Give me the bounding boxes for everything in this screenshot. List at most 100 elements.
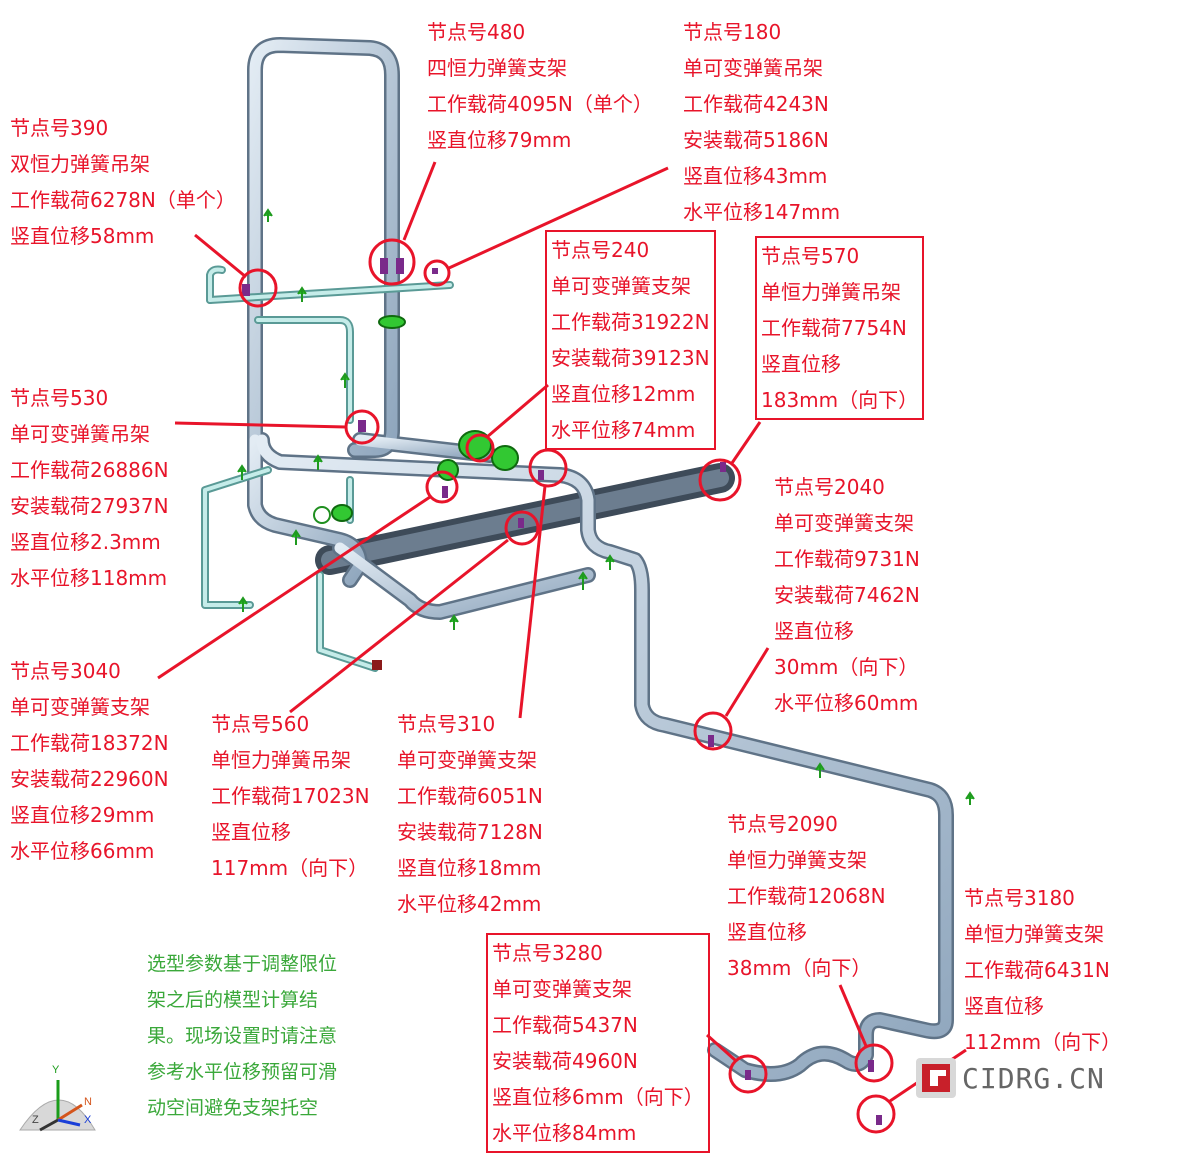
callout-line: 117mm（向下）: [211, 856, 369, 880]
callout-line: 节点号530: [10, 386, 109, 410]
callout-line: 水平位移74mm: [551, 418, 696, 442]
callout-3180: 节点号3180 单恒力弹簧支架工作载荷6431N 竖直位移 112mm（向下）: [964, 880, 1121, 1060]
callout-line: 安装载荷7462N: [774, 583, 920, 607]
callout-line: 节点号2040: [774, 475, 885, 499]
callout-line: 水平位移60mm: [774, 691, 919, 715]
logo-mark-icon: [916, 1058, 956, 1098]
callout-570: 节点号570 单恒力弹簧吊架工作载荷7754N 竖直位移 183mm（向下）: [755, 236, 925, 420]
callout-line: 水平位移66mm: [10, 839, 155, 863]
callout-line: 单恒力弹簧吊架: [211, 748, 351, 772]
callout-line: 节点号3040: [10, 659, 121, 683]
callout-line: 安装载荷7128N: [397, 820, 543, 844]
callout-line: 工作载荷4243N: [683, 92, 829, 116]
callout-line: 竖直位移: [774, 619, 854, 643]
callout-line: 工作载荷6278N（单个）: [10, 188, 236, 212]
callout-line: 水平位移42mm: [397, 892, 542, 916]
callout-line: 竖直位移79mm: [427, 128, 572, 152]
callout-line: 节点号240: [551, 238, 650, 262]
callout-line: 单可变弹簧支架: [774, 511, 914, 535]
axis-label-n: N: [84, 1096, 92, 1108]
callout-line: 工作载荷5437N: [492, 1013, 638, 1037]
callout-line: 双恒力弹簧吊架: [10, 152, 150, 176]
callout-line: 单可变弹簧支架: [492, 977, 632, 1001]
callout-2040: 节点号2040 单可变弹簧支架工作载荷9731N 安装载荷7462N 竖直位移 30mm…: [774, 469, 920, 721]
callout-line: 30mm（向下）: [774, 655, 919, 679]
callout-line: 工作载荷6051N: [397, 784, 543, 808]
callout-line: 竖直位移29mm: [10, 803, 155, 827]
callout-line: 竖直位移: [964, 994, 1044, 1018]
note-line: 选型参数基于调整限位: [147, 953, 338, 975]
callout-line: 工作载荷31922N: [551, 310, 710, 334]
callout-line: 节点号310: [397, 712, 496, 736]
callout-line: 水平位移118mm: [10, 566, 168, 590]
hanger-symbols: [242, 258, 882, 1125]
callout-line: 竖直位移43mm: [683, 164, 828, 188]
callout-line: 节点号390: [10, 116, 109, 140]
callout-line: 竖直位移58mm: [10, 224, 155, 248]
design-note: 选型参数基于调整限位架之后的模型计算结果。现场设置时请注意参考水平位移预留可滑动…: [147, 946, 337, 1126]
callout-line: 节点号3180: [964, 886, 1075, 910]
callout-390: 节点号390 双恒力弹簧吊架工作载荷6278N（单个） 竖直位移58mm: [10, 110, 236, 254]
callout-line: 节点号180: [683, 20, 782, 44]
valve-cluster: [313, 315, 519, 524]
callout-line: 183mm（向下）: [761, 388, 919, 412]
callout-310: 节点号310 单可变弹簧支架工作载荷6051N 安装载荷7128N 竖直位移18mm 水…: [397, 706, 543, 922]
logo-text: CIDRG.CN: [962, 1061, 1105, 1095]
note-line: 参考水平位移预留可滑: [147, 1061, 338, 1083]
main-header-pipe: [315, 463, 735, 575]
note-line: 架之后的模型计算结: [147, 989, 319, 1011]
callout-line: 单恒力弹簧吊架: [761, 280, 901, 304]
callout-line: 工作载荷17023N: [211, 784, 370, 808]
callout-line: 竖直位移: [761, 352, 841, 376]
callout-line: 单恒力弹簧支架: [727, 848, 867, 872]
callout-line: 112mm（向下）: [964, 1030, 1122, 1054]
note-line: 动空间避免支架托空: [147, 1097, 319, 1119]
callout-line: 竖直位移: [727, 920, 807, 944]
callout-line: 工作载荷9731N: [774, 547, 920, 571]
callout-line: 工作载荷7754N: [761, 316, 907, 340]
callout-line: 单可变弹簧支架: [10, 695, 150, 719]
callout-line: 竖直位移12mm: [551, 382, 696, 406]
callout-line: 工作载荷26886N: [10, 458, 169, 482]
callout-line: 竖直位移: [211, 820, 291, 844]
callout-line: 水平位移147mm: [683, 200, 841, 224]
callout-560: 节点号560 单恒力弹簧吊架工作载荷17023N 竖直位移 117mm（向下）: [211, 706, 370, 886]
callout-240: 节点号240 单可变弹簧支架工作载荷31922N 安装载荷39123N 竖直位移12m…: [545, 230, 716, 450]
callout-line: 安装载荷27937N: [10, 494, 169, 518]
callout-markers: [157, 161, 967, 1134]
callout-line: 水平位移84mm: [492, 1121, 637, 1145]
callout-line: 节点号480: [427, 20, 526, 44]
axis-label-x: X: [84, 1114, 92, 1126]
callout-line: 工作载荷6431N: [964, 958, 1110, 982]
callout-line: 四恒力弹簧支架: [427, 56, 567, 80]
small-bore-pipes: [201, 265, 454, 672]
callout-line: 单恒力弹簧支架: [964, 922, 1104, 946]
callout-line: 工作载荷4095N（单个）: [427, 92, 653, 116]
callout-line: 竖直位移6mm（向下）: [492, 1085, 704, 1109]
callout-line: 安装载荷39123N: [551, 346, 710, 370]
callout-line: 安装载荷22960N: [10, 767, 169, 791]
callout-line: 单可变弹簧吊架: [683, 56, 823, 80]
watermark-logo: CIDRG.CN: [916, 1058, 1105, 1098]
callout-line: 竖直位移18mm: [397, 856, 542, 880]
support-markers: [237, 208, 975, 805]
callout-line: 工作载荷12068N: [727, 884, 886, 908]
callout-line: 竖直位移2.3mm: [10, 530, 161, 554]
callout-line: 节点号560: [211, 712, 310, 736]
axis-triad: [19, 1080, 96, 1132]
callout-line: 节点号3280: [492, 941, 603, 965]
note-line: 果。现场设置时请注意: [147, 1025, 338, 1047]
callout-line: 单可变弹簧支架: [397, 748, 537, 772]
axis-label-y: Y: [52, 1064, 60, 1076]
callout-line: 安装载荷5186N: [683, 128, 829, 152]
axis-label-z: Z: [32, 1114, 39, 1126]
callout-180: 节点号180 单可变弹簧吊架工作载荷4243N 安装载荷5186N 竖直位移43mm 水…: [683, 14, 840, 230]
callout-line: 单可变弹簧支架: [551, 274, 691, 298]
callout-480: 节点号480 四恒力弹簧支架工作载荷4095N（单个） 竖直位移79mm: [427, 14, 653, 158]
callout-line: 38mm（向下）: [727, 956, 872, 980]
callout-line: 节点号570: [761, 244, 860, 268]
